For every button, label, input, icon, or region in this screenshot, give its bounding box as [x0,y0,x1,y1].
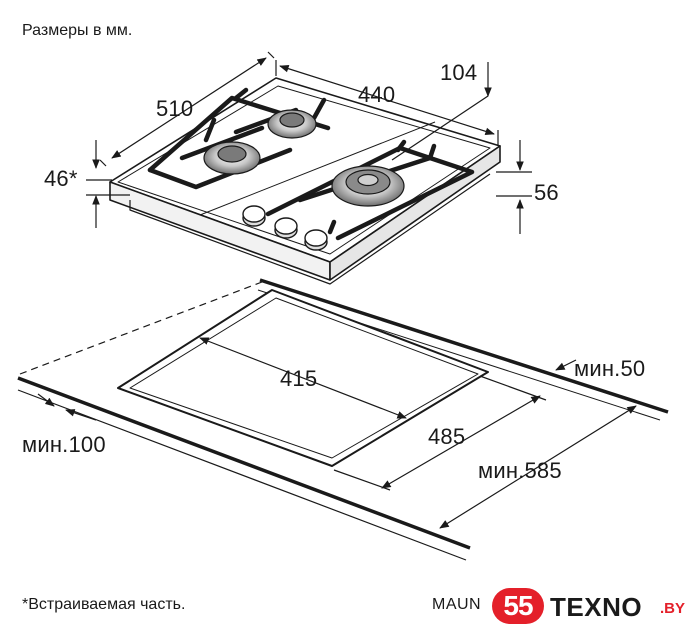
dim-depth-510: 510 [156,96,194,121]
dim-offset-104: 104 [440,60,478,85]
control-knobs [242,205,328,251]
maker-name: MAUN [432,596,482,613]
dim-min-rear-50: мин.50 [574,356,646,381]
dim-cutout-width-415: 415 [280,366,318,391]
logo-tld: .BY [660,600,686,617]
logo-badge [492,588,544,624]
dim-width-440: 440 [358,82,396,107]
logo-number: 55 [503,590,533,621]
dim-min-countertop-585: мин.585 [478,458,562,483]
units-note: Размеры в мм. [22,22,133,39]
dim-min-front-100: мин.100 [22,432,106,457]
dim-cutout-depth-485: 485 [428,424,466,449]
logo-word: TEXNO [550,592,643,622]
countertop-drawing [17,278,669,561]
cutout-dimension-lines [37,337,637,529]
dim-height-56: 56 [534,180,559,205]
footnote: *Встраиваемая часть. [22,596,186,613]
dim-height-46: 46* [44,166,78,191]
hob-dimension-lines [86,51,532,234]
